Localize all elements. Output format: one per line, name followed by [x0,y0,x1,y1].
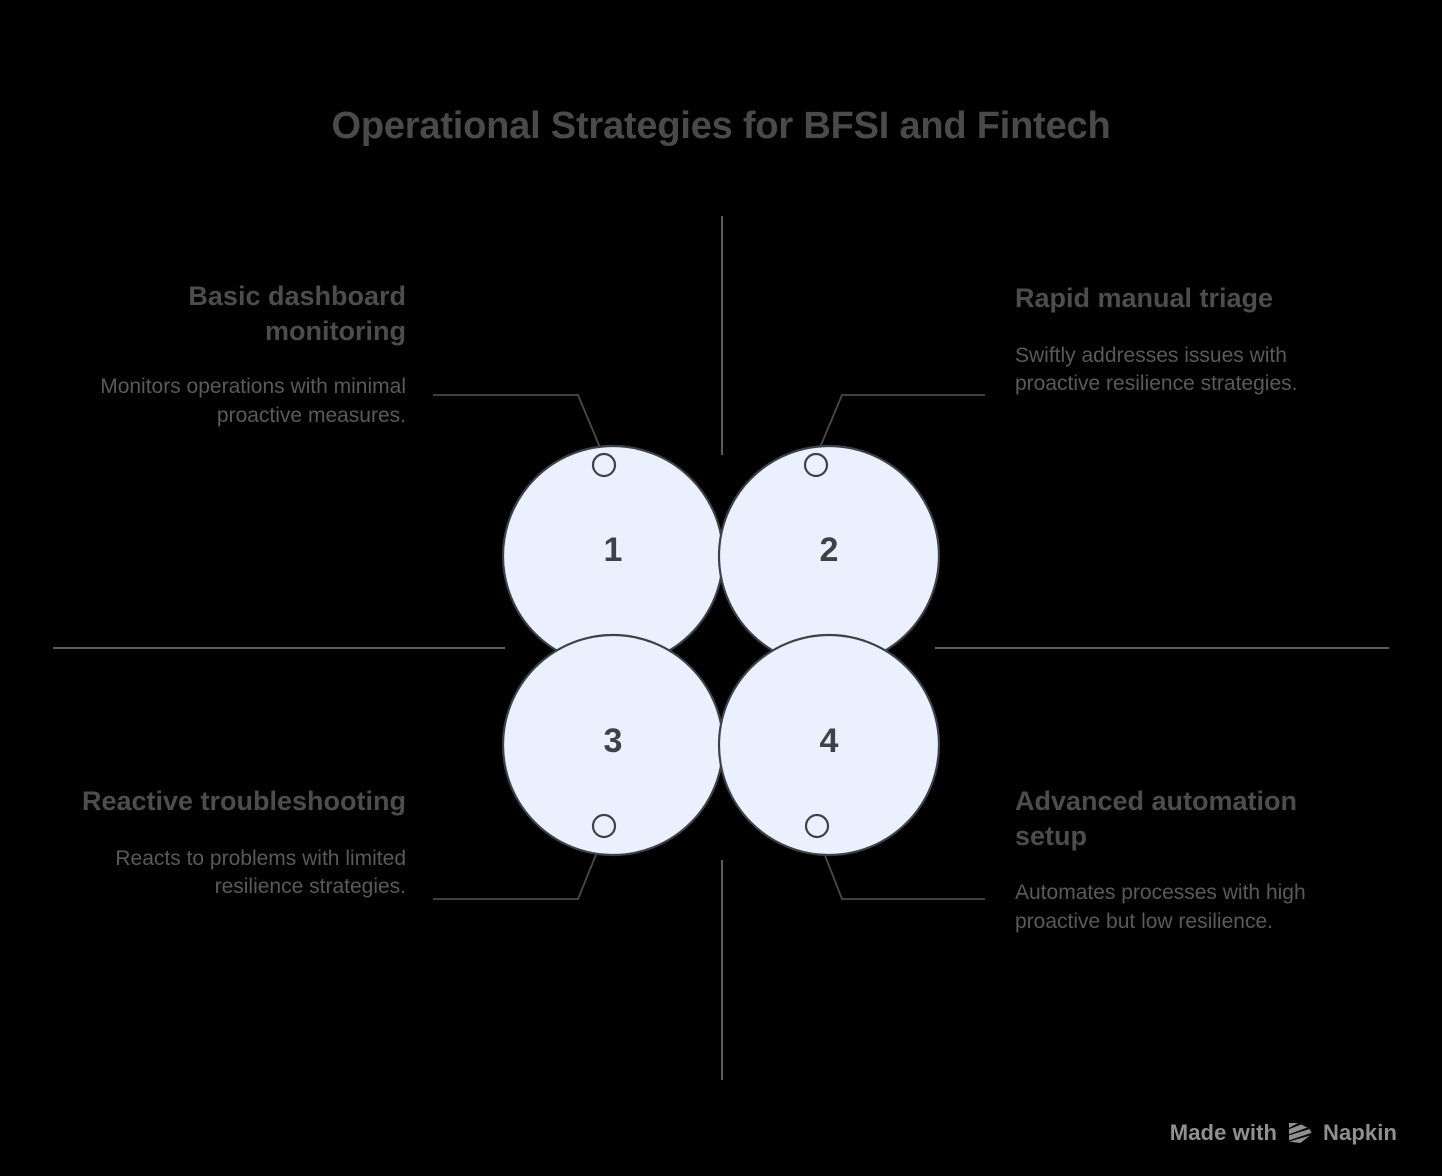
quadrant-rapid-manual-triage[interactable]: Rapid manual triage Swiftly addresses is… [1015,281,1345,399]
bubble-label-4: 4 [820,722,839,760]
bubble-label-2: 2 [820,531,839,569]
leader-line-top-right [815,394,985,458]
quadrant-heading-1: Basic dashboard monitoring [188,281,406,346]
napkin-brand-label: Napkin [1323,1120,1397,1145]
anchor-dot-4[interactable] [804,813,830,839]
leader-line-bottom-left [433,834,605,900]
page-title: Operational Strategies for BFSI and Fint… [331,105,1111,147]
leader-line-top-left [433,394,605,458]
quadrant-body-2: Swiftly addresses issues with proactive … [1015,343,1298,396]
anchor-dot-3[interactable] [591,813,617,839]
quadrant-heading-2: Rapid manual triage [1015,283,1274,313]
bubble-label-3: 3 [604,722,623,760]
anchor-dot-1[interactable] [591,452,617,478]
napkin-logo-icon [1287,1121,1313,1145]
bubble-label-1: 1 [604,531,623,569]
leader-line-bottom-right [816,834,985,900]
quadrant-body-1: Monitors operations with minimal proacti… [100,375,406,427]
made-with-label: Made with [1169,1120,1278,1145]
made-with-napkin-watermark[interactable]: Made with Napkin [1170,1120,1397,1146]
quadrant-reactive-troubleshooting[interactable]: Reactive troubleshooting Reacts to probl… [76,784,406,902]
quadrant-advanced-automation-setup[interactable]: Advanced automation setup Automates proc… [1015,784,1345,936]
quadrant-heading-3: Reactive troubleshooting [81,786,406,816]
quadrant-basic-dashboard-monitoring[interactable]: Basic dashboard monitoring Monitors oper… [76,279,406,430]
anchor-dot-2[interactable] [803,452,829,478]
quadrant-body-4: Automates processes with high proactive … [1015,881,1306,933]
quadrant-body-3: Reacts to problems with limited resilien… [115,846,406,899]
bubble-circle-4[interactable] [717,633,941,857]
quadrant-heading-4: Advanced automation setup [1015,786,1298,851]
